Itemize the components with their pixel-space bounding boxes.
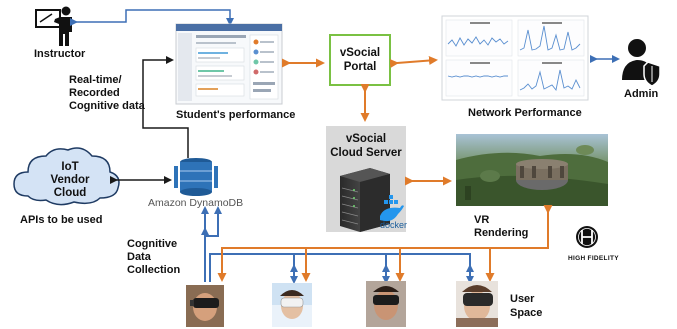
cognitive-label-line2: Data	[127, 251, 151, 263]
user-space-label-line2: Space	[510, 307, 543, 319]
cloud-server-label-line2: Cloud Server	[330, 147, 402, 159]
instructor-label: Instructor	[34, 48, 86, 60]
iot-vendor-cloud	[13, 147, 120, 206]
high-fidelity-logo-icon	[576, 226, 598, 248]
high-fidelity-label: HIGH FIDELITY	[568, 255, 619, 262]
cognitive-label-line1: Cognitive	[127, 238, 178, 250]
cognitive-label-line3: Collection	[127, 264, 181, 276]
user-photo-2	[272, 283, 312, 327]
user-space-label-line1: User	[510, 293, 535, 305]
iot-label-line3: Cloud	[53, 187, 87, 199]
user-photo-1	[186, 285, 224, 327]
realtime-label-line2: Recorded	[69, 87, 120, 99]
instructor-link-arrow	[70, 9, 234, 26]
user-photo-3	[366, 281, 406, 327]
portal-network-arrow	[389, 56, 438, 69]
vr-label-line2: Rendering	[474, 227, 529, 239]
presenter-icon	[35, 6, 72, 46]
student-dashboard-screenshot	[175, 23, 283, 105]
network-performance-label: Network Performance	[468, 107, 582, 119]
realtime-label-line3: Cognitive data	[69, 100, 145, 112]
iot-label-line1: IoT	[61, 161, 79, 173]
vr-scene-image	[456, 134, 608, 206]
realtime-label-line1: Real-time/	[69, 74, 122, 86]
docker-label: docker	[380, 220, 408, 230]
vr-rendering-lines	[217, 205, 553, 282]
dynamo-dashboard-arrow	[142, 56, 189, 158]
dynamodb-icon	[174, 158, 218, 196]
user-photo-4	[456, 281, 498, 327]
admin-label: Admin	[624, 88, 659, 100]
cloud-server-label-line1: vSocial	[345, 133, 387, 145]
vsocial-portal-label-line1: vSocial	[339, 47, 381, 59]
apis-label: APIs to be used	[20, 214, 103, 226]
iot-label-line2: Vendor	[50, 174, 90, 186]
vsocial-portal-label-line2: Portal	[343, 61, 377, 73]
vr-label-line1: VR	[474, 214, 490, 226]
students-performance-label: Student's performance	[176, 109, 296, 121]
admin-shield-icon	[622, 39, 661, 87]
network-performance-charts	[441, 15, 589, 101]
amazon-dynamodb-label: Amazon DynamoDB	[148, 197, 244, 209]
